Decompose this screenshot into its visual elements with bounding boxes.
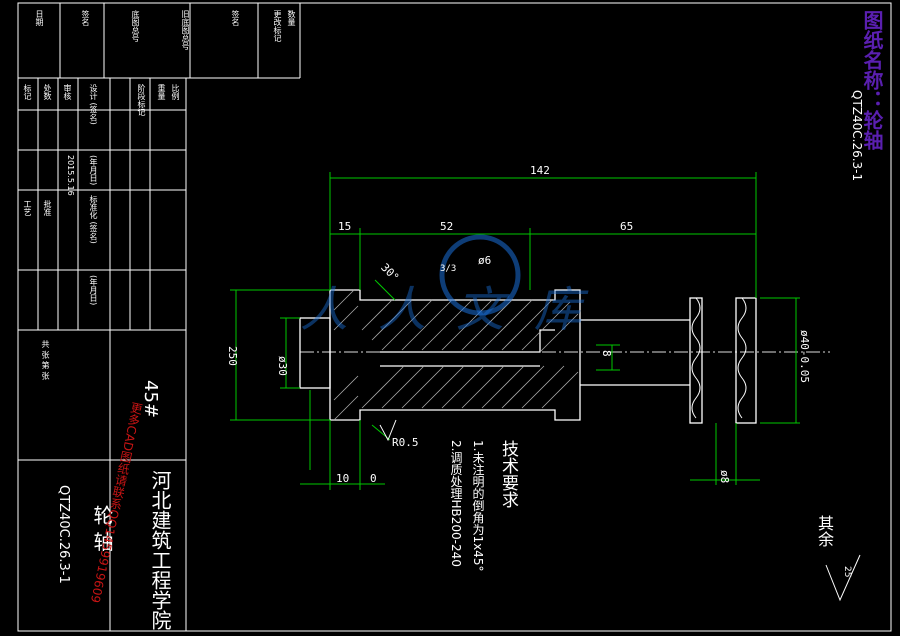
label-mark: 标记 [23,84,32,100]
dim-phi8: ø8 [718,470,731,484]
label-sheet: 共 张 第 张 [41,340,50,380]
label-signature: 签名 [81,10,90,26]
dim-phi6: ø6 [478,254,492,267]
dimension-lines [230,172,800,490]
rest-label: 其余 [815,515,834,547]
tech-heading: 技术要求 [498,440,518,508]
label-standard: 标准化 (签名) [89,195,98,244]
right-code: QTZ40C.26.3-1 [850,90,864,182]
label-old-base-no: 旧底图总号 [181,10,190,50]
dim-total: 142 [530,164,550,177]
part-name: 轮 轴 [90,505,114,552]
label-weight: 重量 [157,84,166,100]
dim-8: 8 [600,350,613,357]
label-count: 处数 [43,84,52,100]
roughness-symbol [379,419,861,602]
dim-65: 65 [620,220,634,233]
drawing-number: QTZ40C.26.3-1 [56,485,71,584]
dim-15: 15 [338,220,352,233]
dim-phi40: ø40-0.05 [798,330,811,383]
label-design-date: (年月日) [89,155,98,186]
watermark-text: 人人文库 [300,282,613,338]
label-approve: 批准 [43,200,52,216]
label-date: 日期 [35,10,44,26]
label-stage: 阶段标记 [137,84,146,116]
label-date-value: 2015.5.16 [66,155,75,196]
label-standard-date: (年月日) [89,275,98,306]
dim-0: 0 [370,472,377,485]
break-lines [691,297,747,419]
dim-phi250: 250 [226,346,239,366]
label-review: 审核 [63,84,72,100]
tech-line-2: 2.调质处理HB200-240 [449,440,463,567]
roughness-value: 25 [842,566,852,578]
drawing-title: 图纸名称：轮轴 [860,10,884,150]
label-sign2: 签名 [231,10,240,26]
material-label: 45# [140,380,161,418]
tech-line-1: 1.未注明的倒角为1x45° [471,440,485,572]
label-base-no: 底图总号 [131,10,140,42]
dim-phi30: ø30 [276,356,289,376]
label-quantity: 数量 [287,10,296,26]
label-design: 设计 (签名) [89,84,98,125]
dim-10: 10 [336,472,350,485]
watermark-logo [439,234,521,316]
dim-52: 52 [440,220,454,233]
label-process: 工艺 [23,200,32,216]
school-name: 河北建筑工程学院 [148,470,172,630]
dim-ratio: 3/3 [440,264,457,274]
label-scale: 比例 [171,84,180,100]
section-hatch [333,289,579,421]
dim-r05: R0.5 [392,436,419,449]
label-change-mark: 更改标记 [273,10,282,42]
